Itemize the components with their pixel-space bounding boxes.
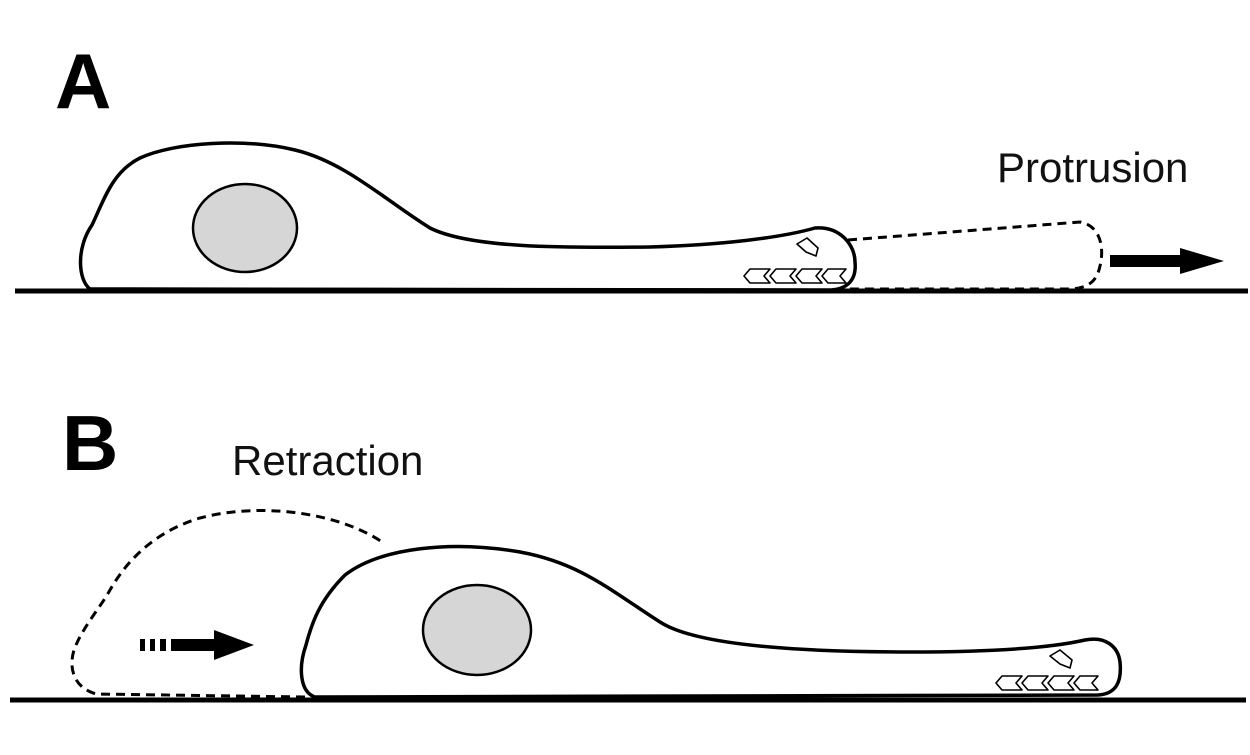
retraction-outline: [70, 509, 386, 699]
protrusion-outline: [845, 220, 1104, 291]
actin-chevrons-a: [743, 268, 847, 284]
protrusion-arrow: [1110, 248, 1224, 274]
retraction-label: Retraction: [232, 437, 423, 484]
protrusion-label: Protrusion: [997, 144, 1188, 191]
actin-chevrons-b: [995, 675, 1099, 691]
tip-sensor-b: [1049, 649, 1073, 669]
nucleus-a: [191, 182, 299, 274]
panel-a: A Protrusion: [15, 37, 1248, 294]
panel-b-letter: B: [62, 399, 118, 487]
nucleus-b: [421, 583, 533, 677]
tip-sensor-a: [796, 237, 819, 257]
panel-b: B Retraction: [10, 399, 1246, 703]
panel-a-letter: A: [55, 37, 111, 125]
retraction-arrow: [140, 630, 254, 660]
